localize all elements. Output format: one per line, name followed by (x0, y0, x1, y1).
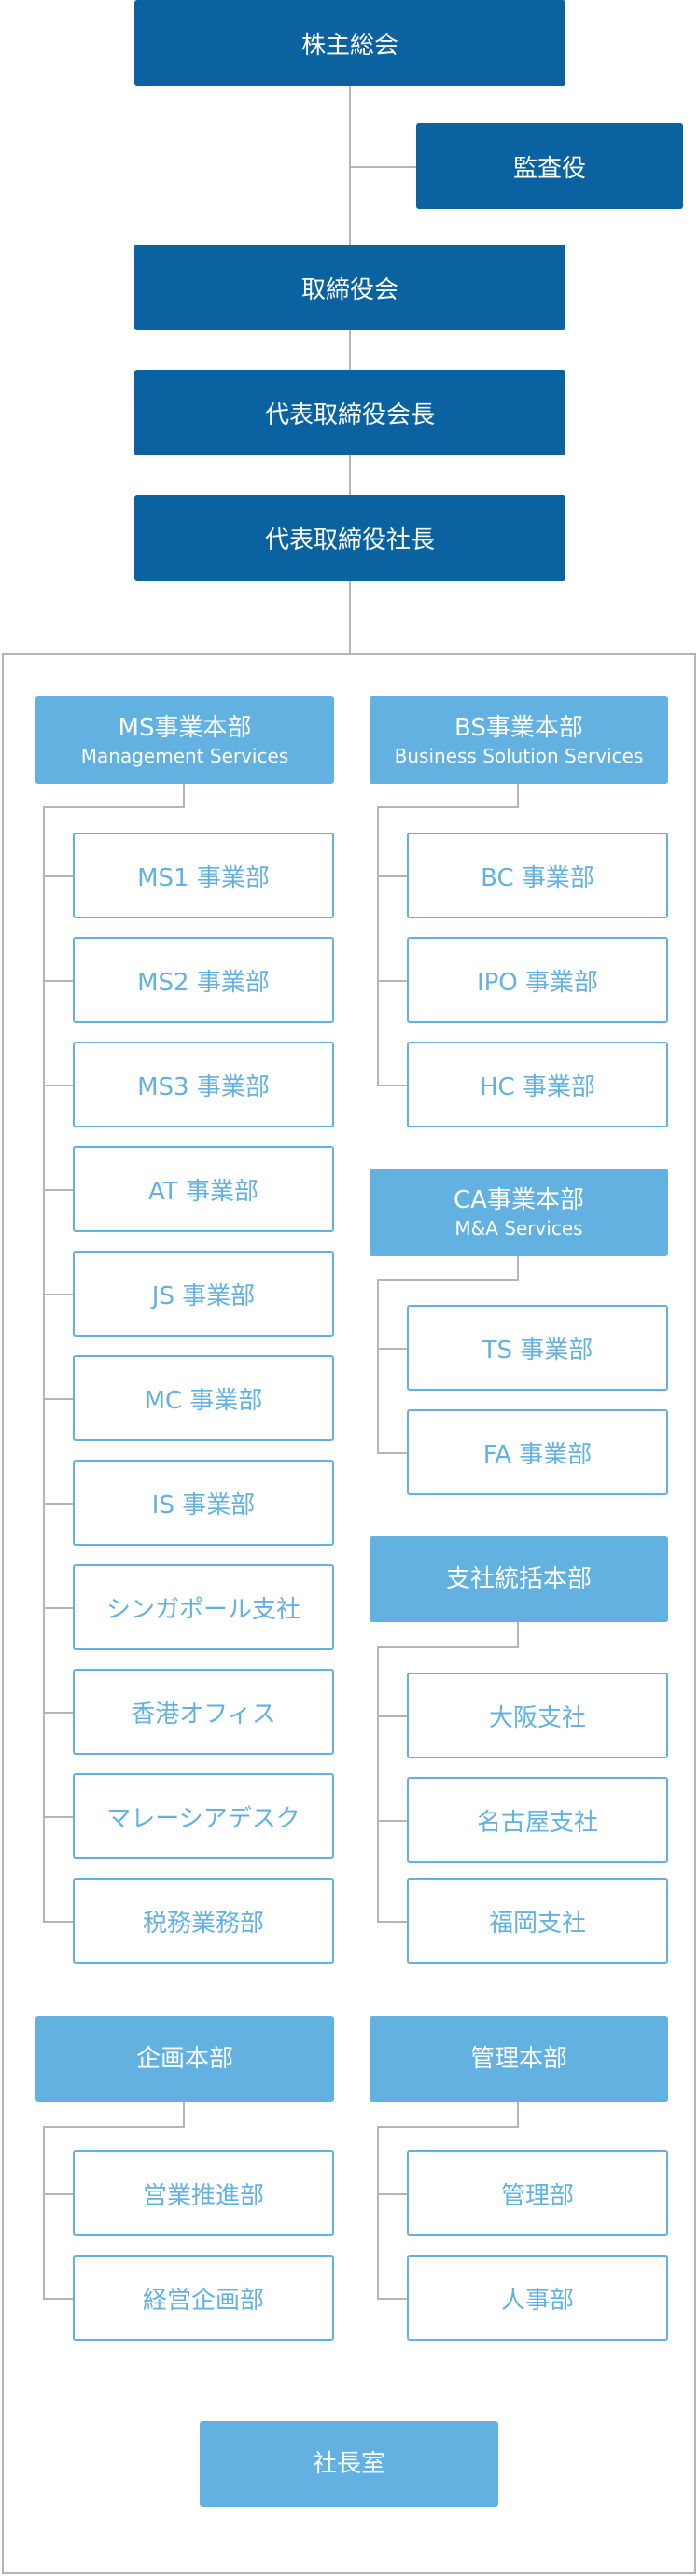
unit-tax: 税務業務部 (73, 1878, 334, 1964)
branch-connector-down (517, 1622, 519, 1648)
auditor-box: 監査役 (416, 123, 683, 209)
president-box: 代表取締役社長 (134, 495, 565, 581)
unit-ms1: MS1 事業部 (73, 833, 334, 918)
auditor-connector (349, 166, 416, 168)
unit-ms3: MS3 事業部 (73, 1042, 334, 1127)
ms-branch (43, 1607, 73, 1609)
admin-branch (377, 2298, 407, 2300)
unit-ipo: IPO 事業部 (407, 937, 668, 1023)
division-head-ca: CA事業本部 M&A Services (370, 1169, 668, 1256)
ms-branch (43, 1816, 73, 1818)
division-head-branch: 支社統括本部 (370, 1536, 668, 1622)
ms-branch (43, 1085, 73, 1086)
unit-is: IS 事業部 (73, 1460, 334, 1546)
unit-ms2: MS2 事業部 (73, 937, 334, 1023)
ms-branch (43, 1503, 73, 1505)
ca-connector-down (517, 1256, 519, 1281)
shareholders-meeting-box: 株主総会 (134, 0, 565, 86)
admin-connector-top (377, 2126, 519, 2128)
presidents-office-label: 社長室 (312, 2450, 385, 2478)
division-head-ms: MS事業本部 Management Services (35, 696, 334, 784)
bs-connector-top (377, 806, 519, 808)
division-head-planning: 企画本部 (35, 2016, 334, 2102)
bs-branch (377, 1085, 407, 1086)
bs-connector-spine (377, 806, 379, 1086)
division-title-branch: 支社統括本部 (445, 1565, 592, 1593)
division-title-planning: 企画本部 (135, 2045, 233, 2073)
admin-connector-down (517, 2102, 519, 2128)
ms-branch (43, 1921, 73, 1923)
planning-connector-spine (43, 2126, 45, 2300)
branch-branch (377, 1820, 407, 1822)
ms-branch (43, 1398, 73, 1400)
chairman-box: 代表取締役会長 (134, 370, 565, 455)
division-subtitle-ca: M&A Services (454, 1217, 583, 1239)
unit-sales-promotion: 営業推進部 (73, 2150, 334, 2236)
unit-mc: MC 事業部 (73, 1355, 334, 1441)
unit-fa: FA 事業部 (407, 1409, 668, 1495)
unit-nagoya: 名古屋支社 (407, 1777, 668, 1863)
division-head-bs: BS事業本部 Business Solution Services (370, 696, 668, 784)
presidents-office-box: 社長室 (200, 2421, 498, 2507)
branch-connector-top (377, 1646, 519, 1648)
ms-connector-spine (43, 806, 45, 1923)
division-head-admin: 管理本部 (370, 2016, 668, 2102)
division-subtitle-bs: Business Solution Services (394, 745, 644, 767)
unit-hc: HC 事業部 (407, 1042, 668, 1127)
ms-branch (43, 1189, 73, 1191)
division-title-ca: CA事業本部 (454, 1186, 584, 1214)
bs-branch (377, 875, 407, 877)
ms-branch (43, 875, 73, 877)
ms-branch (43, 980, 73, 982)
unit-corporate-planning: 経営企画部 (73, 2255, 334, 2341)
branch-branch (377, 1921, 407, 1923)
ca-connector-spine (377, 1279, 379, 1454)
division-title-bs: BS事業本部 (454, 714, 583, 742)
ca-connector-top (377, 1279, 519, 1281)
board-of-directors-box: 取締役会 (134, 245, 565, 330)
unit-hongkong: 香港オフィス (73, 1669, 334, 1755)
unit-osaka: 大阪支社 (407, 1673, 668, 1758)
division-title-admin: 管理本部 (469, 2045, 567, 2073)
unit-administration: 管理部 (407, 2150, 668, 2236)
bs-connector-down (517, 784, 519, 808)
unit-js: JS 事業部 (73, 1251, 334, 1337)
admin-connector-spine (377, 2126, 379, 2300)
bs-branch (377, 980, 407, 982)
planning-connector-down (183, 2102, 185, 2128)
organization-frame (2, 653, 696, 2574)
ms-branch (43, 1712, 73, 1714)
planning-branch (43, 2193, 73, 2195)
ca-branch (377, 1452, 407, 1454)
unit-singapore: シンガポール支社 (73, 1564, 334, 1650)
planning-connector-top (43, 2126, 185, 2128)
unit-malaysia: マレーシアデスク (73, 1773, 334, 1859)
division-title-ms: MS事業本部 (118, 714, 252, 742)
ms-connector-top (43, 806, 185, 808)
branch-connector-spine (377, 1646, 379, 1923)
branch-branch (377, 1715, 407, 1717)
unit-ts: TS 事業部 (407, 1305, 668, 1391)
unit-human-resources: 人事部 (407, 2255, 668, 2341)
unit-at: AT 事業部 (73, 1146, 334, 1232)
ca-branch (377, 1348, 407, 1350)
ms-connector-down (183, 784, 185, 808)
unit-bc: BC 事業部 (407, 833, 668, 918)
division-subtitle-ms: Management Services (80, 745, 289, 767)
ms-branch (43, 1294, 73, 1295)
planning-branch (43, 2298, 73, 2300)
unit-fukuoka: 福岡支社 (407, 1878, 668, 1964)
admin-branch (377, 2193, 407, 2195)
